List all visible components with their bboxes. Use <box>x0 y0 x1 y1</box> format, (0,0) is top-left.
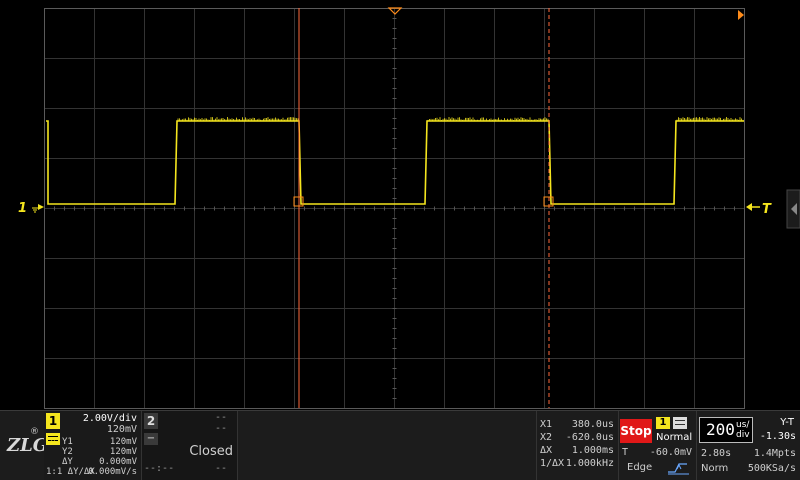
record-time: 2.80s <box>701 448 732 459</box>
timebase-unit-top: us/ <box>736 420 750 430</box>
ch2-info-panel[interactable]: 2 − -- -- Closed --:-- -- <box>142 411 238 480</box>
trigger-source-badge[interactable]: 1 <box>656 417 670 429</box>
trigger-type[interactable]: Edge <box>627 462 653 473</box>
side-menu-handle[interactable] <box>786 189 800 229</box>
ch1-volts-per-div: 2.00V/div <box>82 413 137 424</box>
ch1-ratio-label: 1:1 ΔY/ΔX <box>46 467 95 477</box>
dc-coupling-icon <box>46 433 60 445</box>
ch2-badge[interactable]: 2 <box>144 413 158 429</box>
cursor-x1-label: X1 <box>540 419 553 430</box>
acquisition-mode: Norm <box>701 463 729 474</box>
logo-registered-mark: ® <box>30 427 39 437</box>
ch1-dy-value: 0.000mV <box>99 457 137 467</box>
ch2-extra-placeholder: --:-- <box>144 463 175 474</box>
acquisition-panel[interactable]: Stop 1 Normal T -60.0mV Edge <box>618 411 696 480</box>
ch1-marker-label[interactable]: 1 <box>18 201 27 216</box>
display-mode[interactable]: Y-T <box>780 417 794 428</box>
trigger-level-label-text: T <box>622 447 629 458</box>
timebase-value: 200 <box>706 420 735 439</box>
cursor-x2-intersection <box>543 196 554 207</box>
ch1-y2-label: Y2 <box>62 447 73 457</box>
trigger-position-marker-icon[interactable] <box>387 7 403 15</box>
ch2-status: Closed <box>189 444 233 459</box>
ch1-y2-value: 120mV <box>109 447 137 457</box>
horizontal-offset: -1.30s <box>759 431 796 442</box>
ch1-waveform-trace <box>46 120 744 205</box>
ch1-y1-label: Y1 <box>62 437 73 447</box>
scope-display[interactable]: 1 T <box>0 0 800 410</box>
ch1-info-panel[interactable]: 1 2.00V/div 120mV Y1 120mV Y2 120mV ΔY 0… <box>44 411 142 480</box>
ch1-offset: 120mV <box>106 424 137 435</box>
cursor-dx-label: ΔX <box>540 445 553 456</box>
trigger-level-value: -60.0mV <box>649 447 692 458</box>
trigger-offset-arrow-icon <box>738 10 744 20</box>
cursor-x2-label: X2 <box>540 432 553 443</box>
cursor-dx-value: 1.000ms <box>571 445 614 456</box>
ch1-dy-label: ΔY <box>62 457 73 467</box>
trigger-mode[interactable]: Normal <box>656 432 693 443</box>
ch2-value-placeholder: -- <box>214 463 227 474</box>
timebase-unit-bottom: div <box>736 430 750 440</box>
brand-logo: ZLG ® <box>0 411 48 480</box>
cursor-x1-value: 380.0us <box>571 419 614 430</box>
ground-icon <box>32 204 44 213</box>
timebase-panel[interactable]: 200 us/ div Y-T -1.30s 2.80s 1.4Mpts Nor… <box>696 411 800 480</box>
ch1-ratio-value: 0.000mV/s <box>88 467 137 477</box>
waveform-area: 1 T <box>18 7 800 409</box>
ch1-waveform-noise <box>177 117 744 121</box>
sample-rate: 500KSa/s <box>747 463 796 474</box>
logo-text: ZLG <box>7 435 49 456</box>
timebase-box[interactable]: 200 us/ div <box>699 417 753 443</box>
cursor-readout-panel[interactable]: X1 380.0us X2 -620.0us ΔX 1.000ms 1/ΔX 1… <box>536 411 618 480</box>
ch1-badge[interactable]: 1 <box>46 413 60 429</box>
trigger-level-label: T <box>762 202 772 217</box>
graticule-center-ticks <box>44 8 745 409</box>
rising-edge-icon <box>668 463 689 475</box>
trigger-level-arrow-icon[interactable] <box>746 203 752 211</box>
run-stop-button[interactable]: Stop <box>620 419 652 443</box>
trigger-coupling-icon <box>673 417 687 429</box>
cursor-inv-dx-label: 1/ΔX <box>540 458 565 469</box>
cursor-x2-value: -620.0us <box>565 432 614 443</box>
ch1-y1-value: 120mV <box>109 437 137 447</box>
cursor-inv-dx-value: 1.000kHz <box>565 458 614 469</box>
ch2-minus-icon: − <box>144 433 158 445</box>
ch2-scale-placeholder: -- <box>214 412 227 423</box>
memory-depth: 1.4Mpts <box>753 448 796 459</box>
ch2-offset-placeholder: -- <box>214 423 227 434</box>
status-bar: ZLG ® 1 2.00V/div 120mV Y1 120mV Y2 120m… <box>0 410 800 480</box>
cursor-x1-intersection <box>293 196 304 207</box>
